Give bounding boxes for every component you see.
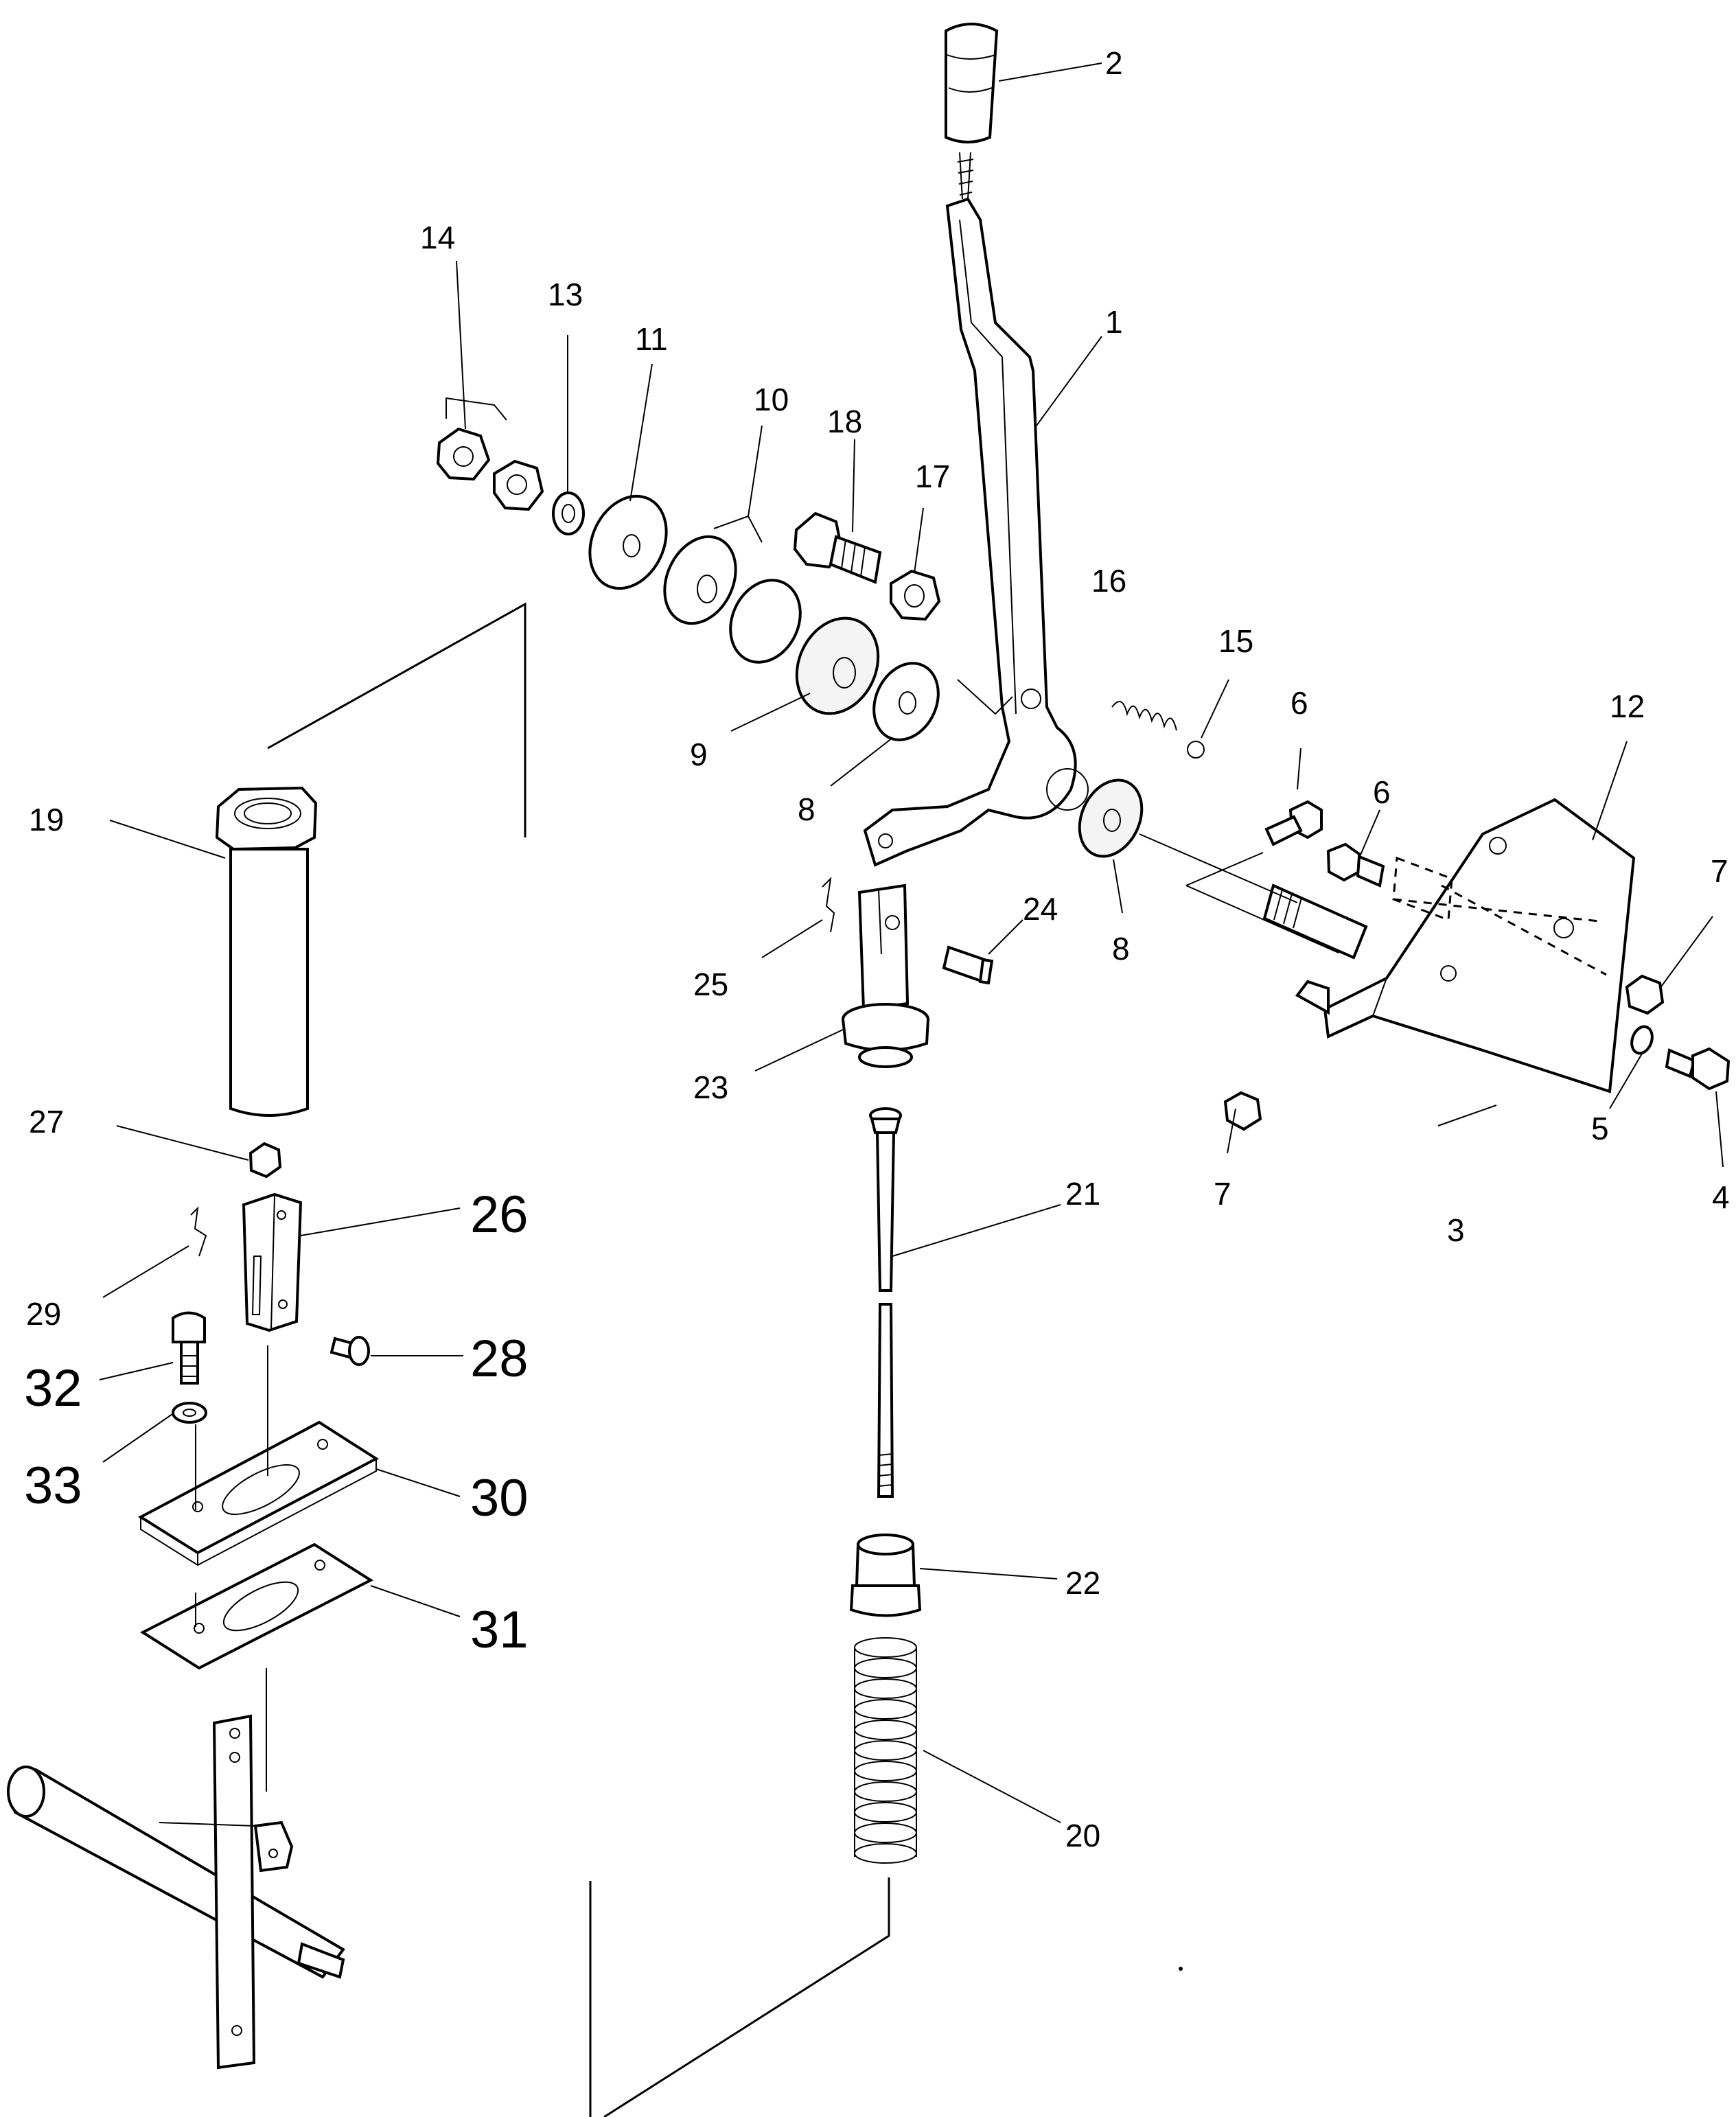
callout-29: 29 <box>26 1296 61 1332</box>
part-23-clevis <box>842 883 929 1068</box>
callout-8a: 8 <box>798 791 815 827</box>
part-29-clip <box>190 1206 207 1257</box>
callout-18: 18 <box>827 404 862 439</box>
callout-28: 28 <box>470 1330 529 1388</box>
callout-25: 25 <box>693 967 728 1002</box>
part-6-bolt-a <box>1264 800 1323 846</box>
scan-speck <box>1179 1967 1183 1971</box>
callout-4: 4 <box>1712 1179 1730 1215</box>
part-3-bracket <box>1139 798 1636 1094</box>
part-15-ball <box>1187 741 1205 759</box>
part-13-washer <box>552 491 585 535</box>
callout-6a: 6 <box>1291 685 1308 721</box>
callout-19: 19 <box>29 802 64 837</box>
callout-16: 16 <box>1091 563 1126 599</box>
callout-20: 20 <box>1065 1818 1100 1853</box>
part-22-bushing <box>849 1534 922 1617</box>
part-9-washer <box>795 616 880 715</box>
part-32-bolt <box>172 1311 206 1385</box>
callout-11: 11 <box>635 321 668 357</box>
part-18-bolt <box>793 511 882 584</box>
leader-lines <box>99 62 1724 1823</box>
assembly-line-top <box>267 602 526 837</box>
part-8-washer-b <box>1078 778 1144 858</box>
callout-33: 33 <box>24 1457 82 1515</box>
part-17-nut <box>890 569 941 621</box>
part-1-lever <box>863 197 1089 867</box>
part-4-bolt <box>1665 1047 1731 1091</box>
callout-24: 24 <box>1023 891 1058 927</box>
callout-3: 3 <box>1447 1212 1465 1248</box>
part-31-gasket <box>139 1542 374 1670</box>
part-19-tube <box>215 786 318 1117</box>
part-21-rod <box>869 1107 902 1498</box>
callout-10: 10 <box>754 382 789 417</box>
callout-5: 5 <box>1591 1111 1609 1146</box>
callout-9: 9 <box>690 737 708 772</box>
part-27-nut <box>248 1142 282 1179</box>
part-16-spring <box>1111 701 1177 731</box>
part-28-pin <box>329 1336 370 1366</box>
assembly-line-bottom <box>589 1877 890 2117</box>
callout-1: 1 <box>1105 304 1123 340</box>
part-25-clip <box>822 877 835 933</box>
callout-7b: 7 <box>1214 1176 1231 1212</box>
part-6-bolt-b <box>1326 842 1385 888</box>
part-26-clevis <box>242 1192 303 1332</box>
part-5-washer <box>1630 1025 1654 1055</box>
part-7-nut-a <box>1625 974 1665 1015</box>
callout-14: 14 <box>420 220 455 255</box>
part-20-spring <box>854 1637 917 1864</box>
callout-27: 27 <box>29 1104 64 1140</box>
callout-31: 31 <box>470 1601 529 1659</box>
callout-8b: 8 <box>1112 931 1130 967</box>
callout-32: 32 <box>24 1359 82 1418</box>
part-8-washer-a <box>872 662 940 741</box>
part-7-nut-b <box>1223 1091 1262 1131</box>
part-11-washer <box>588 494 668 590</box>
callout-13: 13 <box>548 277 583 312</box>
callout-22: 22 <box>1065 1565 1100 1601</box>
callout-12: 12 <box>1610 689 1645 724</box>
part-33-washer <box>172 1402 207 1424</box>
part-14-nuts <box>436 397 544 511</box>
callout-6b: 6 <box>1373 774 1391 810</box>
callout-23: 23 <box>693 1069 728 1105</box>
part-10-washers <box>663 515 802 664</box>
callout-26: 26 <box>470 1185 529 1244</box>
callout-2: 2 <box>1105 45 1123 81</box>
callout-7a: 7 <box>1711 853 1728 889</box>
part-2-knob <box>945 23 999 200</box>
part-30-plate <box>138 1420 379 1566</box>
callout-21: 21 <box>1065 1176 1100 1212</box>
callout-15: 15 <box>1218 623 1253 659</box>
base-shaft-assembly <box>7 1714 345 2070</box>
callout-17: 17 <box>915 459 950 494</box>
callout-30: 30 <box>470 1469 529 1527</box>
part-24-pin <box>942 945 994 985</box>
